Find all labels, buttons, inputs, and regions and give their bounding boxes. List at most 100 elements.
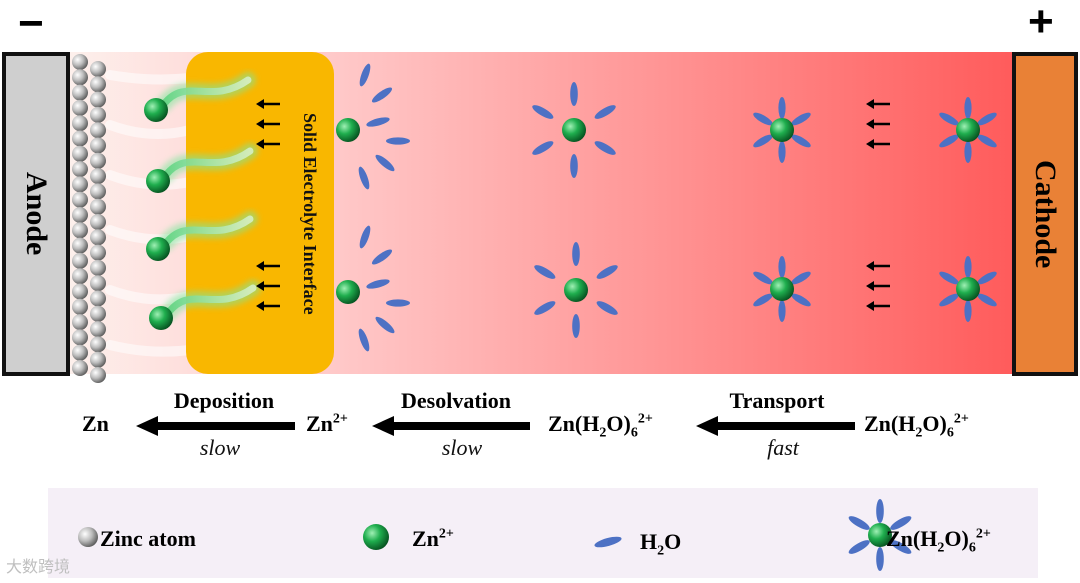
zn-ion-icon [363,524,389,550]
zinc-atom-icon [78,527,98,547]
zn-ion [770,277,794,301]
zinc-atom [90,198,106,215]
zinc-atom-layer [72,54,106,383]
depositing-ion [146,211,258,261]
zn-ion [146,237,170,261]
zinc-atom [90,275,106,292]
zinc-atom [72,283,88,300]
anode-electrode: Anode [2,52,70,376]
deposition-label: Deposition [173,388,275,413]
water-molecule [791,134,811,148]
water-molecule [358,166,370,190]
arrow-head [866,139,874,149]
arrow-head [256,281,264,291]
zinc-atom [90,168,106,185]
desolvation-label: Desolvation [401,388,511,413]
zn-ion [144,98,168,122]
zinc-atom [72,344,88,361]
water-molecule [386,137,410,145]
arrow-head [866,119,874,129]
zn-ion [956,277,980,301]
ion-tail [162,147,254,179]
ion-tail [162,215,254,247]
migration-arrows [256,99,890,311]
arrow-head [256,261,264,271]
solvated-zn-ion [939,256,997,322]
water-molecule [359,63,371,87]
water-molecule [359,225,371,249]
positive-sign: + [1028,0,1054,46]
sei-label: Solid Electrolyte Interface [300,113,320,315]
water-molecule [596,265,618,279]
zinc-atom [90,305,106,322]
deposition-speed: slow [199,435,241,460]
zinc-atom [90,183,106,200]
cathode-electrode: Cathode [1012,52,1078,376]
zinc-atom [72,237,88,254]
water-molecule [753,271,773,285]
anode-label: Anode [20,172,53,256]
arrow-head [866,301,874,311]
zinc-atom [72,69,88,86]
zinc-atom [72,222,88,239]
zinc-atom [72,161,88,178]
water-molecule [964,97,972,119]
water-molecule [358,328,370,352]
legend-zinc-atom-label: Zinc atom [100,526,196,551]
desolvating-ion [336,63,410,190]
zinc-atom [72,191,88,208]
water-molecule [753,112,773,126]
water-molecule [791,293,811,307]
water-molecule [753,293,773,307]
water-molecule [977,134,997,148]
solvated-zn-ion [753,97,811,163]
hydrated-ion-label-left: Zn(H2O)62+ [548,411,653,441]
loose-hydrated-ion [532,82,616,178]
zinc-atom [90,61,106,77]
zn-ion [146,169,170,193]
zinc-atom [72,298,88,315]
water-molecule [890,540,912,554]
zinc-atom [72,145,88,162]
zn-ion-label: Zn2+ [306,411,348,436]
desolvating-ion [336,225,410,352]
water-molecule [386,299,410,307]
watermark-text: 大数跨境 [6,557,71,576]
zinc-atom [90,137,106,154]
zinc-atom [90,259,106,276]
zinc-atom [90,152,106,169]
loose-hydrated-ion [534,242,618,338]
arrow-head [866,261,874,271]
triple-arrow [256,99,280,149]
water-molecule [848,516,870,530]
water-molecule [375,316,395,334]
legend-zn-ion-label: Zn2+ [412,526,454,551]
zinc-atom [90,91,106,108]
water-molecule [791,271,811,285]
zinc-atom [72,207,88,223]
triple-arrow [256,261,280,311]
legend-water-label: H2O [640,529,682,559]
zinc-atom [72,84,88,101]
zn-ion [956,118,980,142]
arrow-head [256,139,264,149]
transport-speed: fast [767,435,799,460]
water-molecule [778,300,786,322]
water-molecule [964,300,972,322]
zn-ion [562,118,586,142]
arrow-head [256,301,264,311]
zinc-atom [90,122,106,139]
water-molecule [939,112,959,126]
water-molecule [532,141,554,155]
water-molecule [596,301,618,315]
solvated-zn-ion [753,256,811,322]
water-molecule [366,117,390,127]
transport-label: Transport [729,388,825,413]
zinc-atom [90,351,106,368]
water-molecule [534,301,556,315]
zn-ion [149,306,173,330]
zinc-atom [72,252,88,269]
water-molecule [890,516,912,530]
water-molecule [977,293,997,307]
negative-sign: − [18,0,44,48]
